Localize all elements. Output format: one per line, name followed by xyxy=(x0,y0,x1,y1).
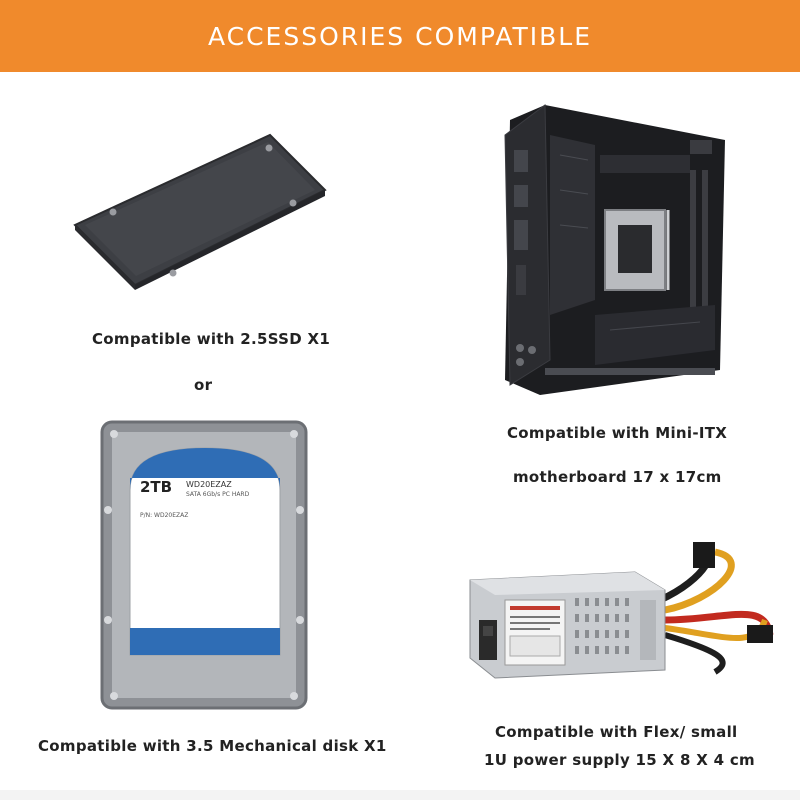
motherboard-caption-line2: motherboard 17 x 17cm xyxy=(513,468,722,486)
psu-caption-line1: Compatible with Flex/ small xyxy=(495,723,738,741)
hdd-model: WD20EZAZ xyxy=(186,480,232,489)
or-text: or xyxy=(194,376,213,394)
power-supply-image xyxy=(465,540,780,680)
motherboard-caption-line1: Compatible with Mini-ITX xyxy=(507,424,728,442)
ssd-caption: Compatible with 2.5SSD X1 xyxy=(92,330,331,348)
hdd-spec: SATA 6Gb/s PC HARD xyxy=(186,491,250,498)
hdd-caption: Compatible with 3.5 Mechanical disk X1 xyxy=(38,737,387,755)
hdd-capacity: 2TB xyxy=(140,478,173,496)
psu-caption-line2: 1U power supply 15 X 8 X 4 cm xyxy=(484,751,755,769)
banner-title: ACCESSORIES COMPATIBLE xyxy=(207,21,592,51)
hdd-sub: P/N: WD20EZAZ xyxy=(140,512,189,519)
bottom-strip xyxy=(0,790,800,800)
hdd-image xyxy=(100,420,310,710)
ssd-image xyxy=(70,130,330,290)
header-banner: ACCESSORIES COMPATIBLE xyxy=(0,0,800,72)
hdd-label-text: 2TB xyxy=(140,478,172,496)
motherboard-image xyxy=(500,100,732,400)
